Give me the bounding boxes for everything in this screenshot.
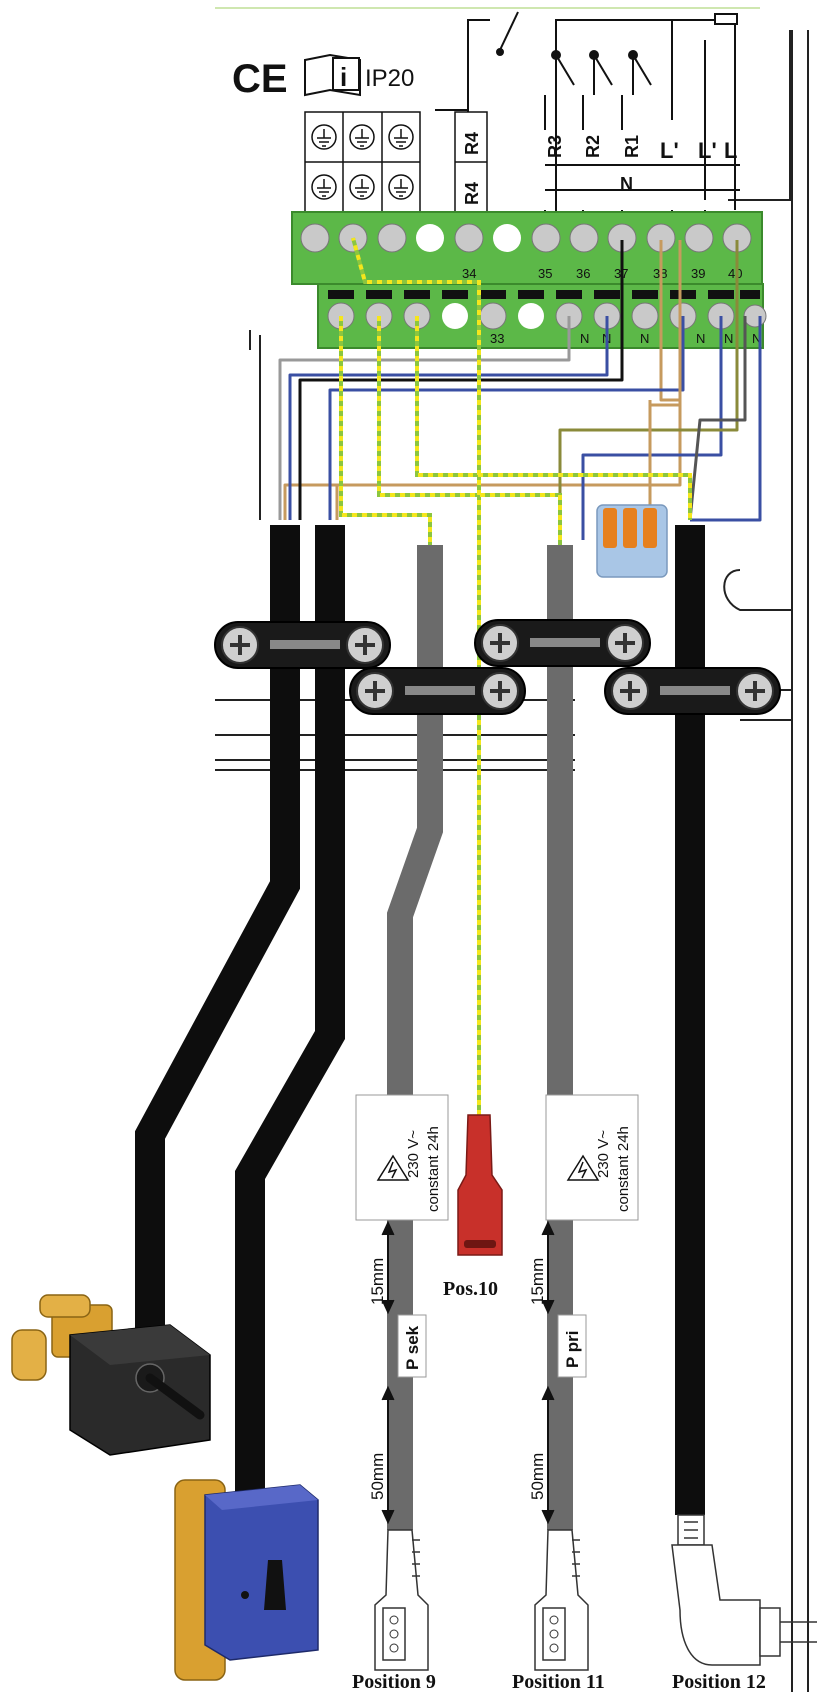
wire-brown-1 [283,240,682,520]
voltage-label: 230 V~ [405,1130,422,1178]
wire-blue-2 [328,316,685,520]
relay-labels: R4 R4 R3 R2 R1 L' L' L N [462,132,737,205]
p-sek-label: P sek [403,1325,422,1370]
strip-length-50mm: 50mm [368,1453,387,1500]
wire-blue-3 [581,316,723,540]
sensor-plug-pos11 [534,1529,589,1671]
pos10-label: Pos.10 [443,1278,498,1300]
wire-black-1 [298,240,624,520]
warning-box-pos9: 230 V~ constant 24h [355,1094,449,1221]
earth-icon [311,124,414,200]
relay-schematic [435,11,740,220]
terminal-36: 36 [576,266,590,281]
terminal-40: 40 [728,266,742,281]
cable-clamp [604,667,781,715]
position-9-label: Position 9 [352,1671,436,1692]
wire-grey [278,316,571,520]
cable-clamp [349,667,526,715]
terminal-34: 34 [462,266,476,281]
cable-clamp [214,621,391,669]
strip-length-50mm: 50mm [528,1453,547,1500]
relay-label-l: L [724,138,737,163]
cable-clamp [474,619,651,667]
strip-length-15mm: 15mm [368,1258,387,1305]
terminal-n-4: N [696,331,705,346]
terminal-n-6: N [752,331,761,346]
warning-box-pos11: 230 V~ constant 24h [545,1094,639,1221]
relay-label-r4-top: R4 [462,132,482,155]
terminal-33: 33 [490,331,504,346]
position-11-label: Position 11 [512,1671,605,1692]
ip-rating: IP20 [365,65,414,92]
wire-tan [648,240,682,500]
terminal-n-3: N [640,331,649,346]
wire-blue-1 [288,316,609,520]
wire-black-2 [688,316,747,521]
wago-connector [596,504,668,578]
relay-label-l-prime-2: L' [698,138,717,163]
terminal-39: 39 [691,266,705,281]
strip-length-15mm: 15mm [528,1258,547,1305]
terminal-n-1: N [580,331,589,346]
relay-label-r4-bottom: R4 [462,182,482,205]
manual-info-icon: i [304,53,361,97]
relay-label-l-prime-1: L' [660,138,679,163]
terminal-block-upper [291,211,763,285]
svg-text:CE: CE [232,57,288,101]
constant-24h-label: constant 24h [615,1126,632,1212]
ce-mark: CE [232,57,288,101]
red-spade-connector [457,1114,503,1256]
voltage-label: 230 V~ [595,1130,612,1178]
zone-valve-with-actuator [174,1479,319,1681]
terminal-35: 35 [538,266,552,281]
earth-symbols-box [304,111,421,213]
cable-marker-pos11: 15mm P pri 50mm [528,1220,587,1525]
relay-label-r1: R1 [622,135,642,158]
sensor-plug-pos9 [374,1529,429,1671]
cable-marker-pos9: 15mm P sek 50mm [368,1220,427,1525]
relay-label-n: N [620,174,633,194]
wire-blue-4 [690,316,762,522]
mixing-valve-with-actuator [11,1294,211,1456]
svg-text:i: i [340,62,347,92]
wires [278,240,762,540]
cable-black-valve-2 [235,525,345,1495]
relay-label-r3: R3 [545,135,565,158]
cable-black-valve-1 [135,525,300,1330]
position-12-label: Position 12 [672,1671,766,1692]
constant-24h-label: constant 24h [425,1126,442,1212]
p-pri-label: P pri [563,1331,582,1368]
relay-label-r2: R2 [583,135,603,158]
terminal-n-5: N [724,331,733,346]
mains-plug-pos12 [671,1514,817,1666]
earth-wires [339,237,692,1115]
